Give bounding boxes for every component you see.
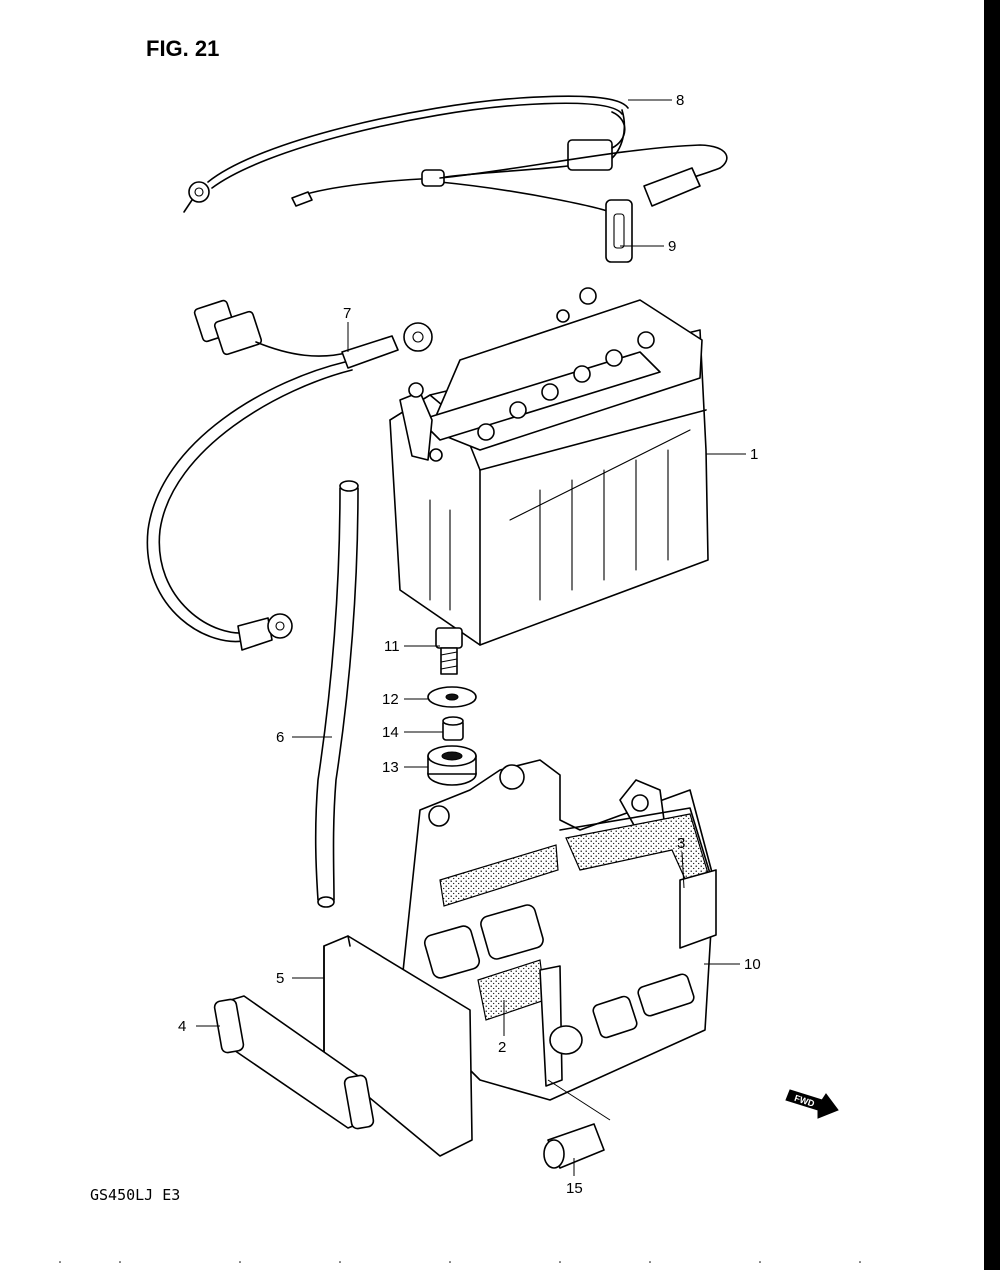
callout-12: 12 xyxy=(382,691,399,708)
figure-title: FIG. 21 xyxy=(146,36,219,61)
scan-speckle xyxy=(59,1261,861,1263)
part-10-battery-tray xyxy=(399,759,717,1101)
callout-8: 8 xyxy=(676,92,684,109)
callout-11: 11 xyxy=(384,638,400,655)
callout-7: 7 xyxy=(343,305,351,322)
part-4-strap xyxy=(213,995,375,1130)
callout-10: 10 xyxy=(744,956,761,973)
callout-4: 4 xyxy=(178,1018,186,1035)
callout-15: 15 xyxy=(566,1180,583,1197)
callout-13: 13 xyxy=(382,759,399,776)
part-11-bolt xyxy=(435,627,463,675)
callout-5: 5 xyxy=(276,970,284,987)
fwd-arrow-icon: FWD xyxy=(785,1089,839,1119)
callout-6: 6 xyxy=(276,729,284,746)
part-15-cap xyxy=(543,1079,611,1169)
part-8-wire-harness xyxy=(183,95,728,263)
callout-3: 3 xyxy=(677,835,685,852)
callout-2: 2 xyxy=(498,1039,506,1056)
part-13-grommet xyxy=(427,745,477,786)
part-6-breather-tube xyxy=(314,480,359,908)
part-14-collar xyxy=(442,716,464,741)
scan-border xyxy=(984,0,1000,1270)
callout-1: 1 xyxy=(750,446,758,463)
callout-14: 14 xyxy=(382,724,399,741)
leader-lines xyxy=(196,99,746,1176)
fwd-label: FWD xyxy=(793,1093,816,1109)
part-7-battery-cable xyxy=(146,299,433,651)
part-1-battery xyxy=(389,287,709,646)
part-12-washer xyxy=(427,686,477,708)
callout-9: 9 xyxy=(668,238,676,255)
model-code: GS450LJ E3 xyxy=(90,1186,180,1204)
